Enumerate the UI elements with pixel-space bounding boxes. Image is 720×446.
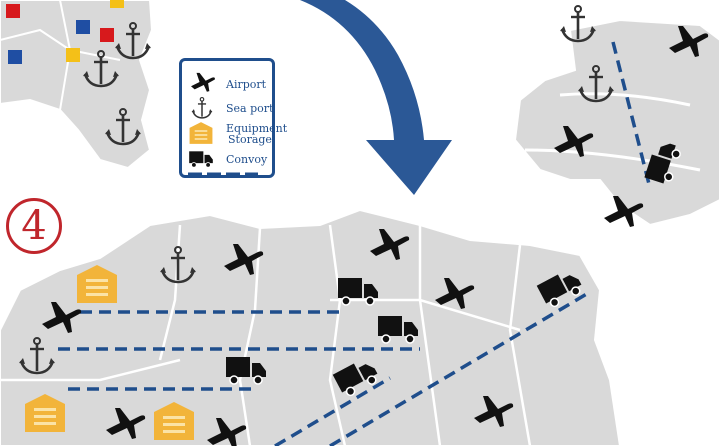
land-top-right <box>513 18 720 227</box>
legend-label: Convoy <box>226 153 268 166</box>
legend-label: Sea port <box>226 102 274 115</box>
flag-blue <box>8 50 22 64</box>
flag-red <box>6 4 20 18</box>
warehouse-icon <box>189 122 213 144</box>
convoy-routes <box>58 41 652 446</box>
flag-yellow <box>110 0 124 8</box>
truck-icon <box>188 150 214 168</box>
flag-blue <box>76 20 90 34</box>
legend-route-line <box>188 172 258 176</box>
flag-red <box>100 28 114 42</box>
flag-yellow <box>66 48 80 62</box>
legend-label: Airport <box>226 78 267 91</box>
anchor-icon <box>190 97 214 119</box>
land-main <box>0 208 622 446</box>
map-legend: Airport Sea port Equipment Storage Convo… <box>179 58 287 178</box>
step-marker: 4 <box>6 198 62 254</box>
direction-arrow <box>300 0 452 195</box>
airplane-icon <box>191 72 215 92</box>
anchor-icon <box>558 4 598 43</box>
legend-label: Storage <box>228 133 272 146</box>
legend-label: Equipment <box>226 122 288 135</box>
